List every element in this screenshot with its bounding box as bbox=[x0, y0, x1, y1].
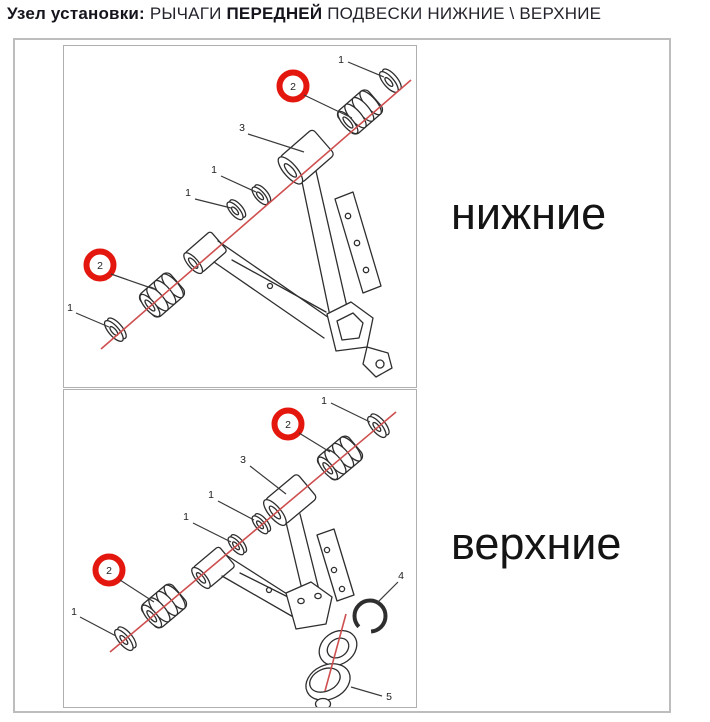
highlight-ring-icon bbox=[92, 553, 126, 587]
washer-top-right bbox=[367, 413, 390, 439]
lower-arm-exploded-view: 1 2 3 1 1 2 bbox=[67, 54, 412, 378]
callout-bushing-left-highlight: 2 bbox=[92, 553, 155, 603]
svg-text:1: 1 bbox=[211, 164, 217, 176]
washer-mid-lower bbox=[226, 199, 247, 221]
svg-text:2: 2 bbox=[97, 260, 103, 272]
svg-text:1: 1 bbox=[338, 54, 344, 66]
diagram-lower-arm: 1 2 3 1 1 2 bbox=[63, 45, 417, 388]
diagram-upper-arm: 1 2 3 1 1 2 bbox=[63, 389, 417, 708]
page-title-prefix: Узел установки: bbox=[7, 4, 145, 23]
callout-bushing-left-highlight: 2 bbox=[83, 248, 155, 290]
svg-text:1: 1 bbox=[183, 511, 189, 523]
control-arm-body bbox=[183, 129, 393, 378]
assembly-axis-line bbox=[109, 411, 397, 653]
washer-bottom-left bbox=[103, 317, 127, 342]
ball-joint-eye bbox=[318, 629, 358, 667]
bushing-top-right bbox=[336, 89, 384, 135]
snap-ring bbox=[352, 598, 388, 634]
svg-text:1: 1 bbox=[321, 395, 327, 407]
svg-text:5: 5 bbox=[386, 691, 392, 703]
control-arm-body bbox=[191, 474, 358, 667]
callout-washer-bottom: 1 bbox=[71, 606, 117, 637]
ball-joint bbox=[305, 663, 351, 707]
svg-text:1: 1 bbox=[185, 187, 191, 199]
callout-bushing-top-highlight: 2 bbox=[276, 69, 353, 119]
callout-bushing-top-highlight: 2 bbox=[271, 407, 331, 453]
svg-text:3: 3 bbox=[240, 454, 246, 466]
callout-washer-mid-upper: 1 bbox=[211, 164, 257, 193]
callout-washer-mid-upper: 1 bbox=[208, 489, 255, 521]
callout-washer-top: 1 bbox=[338, 54, 385, 78]
label-lower-arms: нижние bbox=[451, 188, 607, 239]
svg-text:1: 1 bbox=[67, 302, 73, 314]
callout-washer-top: 1 bbox=[321, 395, 371, 423]
svg-text:2: 2 bbox=[106, 565, 112, 577]
callout-arm: 3 bbox=[239, 122, 305, 153]
svg-text:4: 4 bbox=[398, 570, 404, 582]
svg-text:1: 1 bbox=[71, 606, 77, 618]
highlight-ring-icon bbox=[271, 407, 305, 441]
washer-mid-upper bbox=[251, 513, 272, 535]
washer-top-right bbox=[378, 68, 402, 93]
content-panel: 1 2 3 1 1 2 bbox=[13, 38, 671, 713]
page-title-part2: ПЕРЕДНЕЙ bbox=[226, 4, 323, 23]
callout-arm: 3 bbox=[240, 454, 287, 495]
callout-washer-bottom: 1 bbox=[67, 302, 110, 328]
page-title: Узел установки: РЫЧАГИ ПЕРЕДНЕЙ ПОДВЕСКИ… bbox=[7, 4, 707, 24]
label-upper-arms: верхние bbox=[451, 518, 622, 569]
page-title-part3: ПОДВЕСКИ НИЖНИЕ \ ВЕРХНИЕ bbox=[327, 4, 602, 23]
page-title-part1: РЫЧАГИ bbox=[149, 4, 222, 23]
highlight-ring-icon bbox=[83, 248, 117, 282]
callout-ball-joint: 5 bbox=[350, 686, 392, 703]
highlight-ring-icon bbox=[276, 69, 310, 103]
upper-arm-exploded-view: 1 2 3 1 1 2 bbox=[71, 395, 404, 707]
svg-text:2: 2 bbox=[285, 419, 291, 431]
assembly-axis-line bbox=[100, 79, 412, 350]
callout-snap-ring: 4 bbox=[376, 570, 404, 604]
callout-washer-mid-lower: 1 bbox=[185, 187, 232, 209]
svg-text:1: 1 bbox=[208, 489, 214, 501]
ball-joint-axis-line bbox=[324, 613, 347, 692]
svg-text:2: 2 bbox=[290, 81, 296, 93]
callout-washer-mid-lower: 1 bbox=[183, 511, 232, 543]
svg-text:3: 3 bbox=[239, 122, 245, 134]
